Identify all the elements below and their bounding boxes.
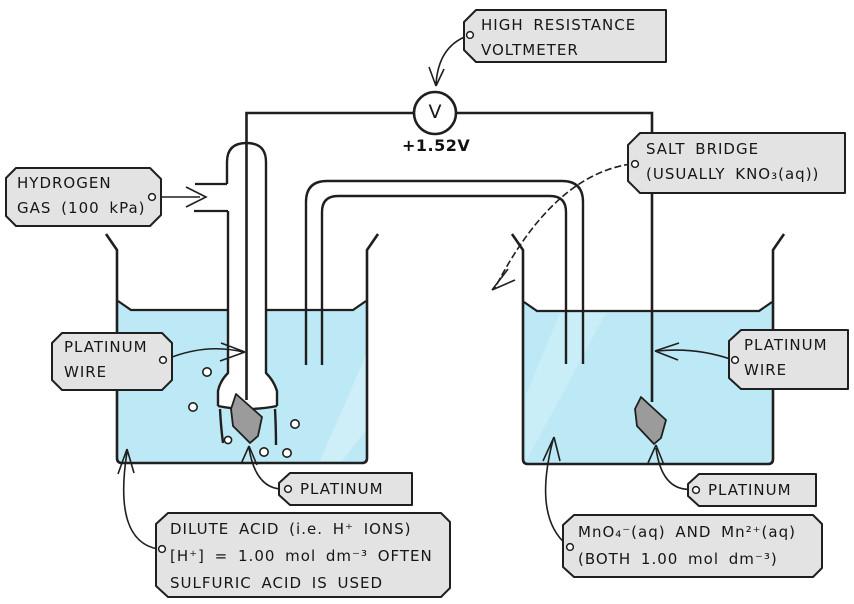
salt-bridge-tag (627, 132, 846, 194)
platinum-left-label: PLATINUM (300, 477, 384, 502)
label-line: VOLTMETER (481, 41, 579, 59)
hydrogen-gas-label: HYDROGEN GAS (100 kPa) (17, 171, 146, 221)
label-line: PLATINUM (744, 336, 828, 354)
right-solution-surface (523, 301, 773, 313)
salt-bridge-arrowhead (491, 268, 516, 291)
gas-inlet-tube (194, 182, 228, 213)
tag-eyelet (283, 484, 293, 494)
right-electrode-wire (455, 111, 654, 402)
label-line: PLATINUM (64, 338, 148, 356)
tag-eyelet (630, 159, 640, 169)
right-solution-arrow (542, 436, 568, 546)
tag-eyelet (147, 192, 157, 202)
label-line: DILUTE ACID (i.e. H⁺ IONS) (170, 520, 412, 538)
platinum-wire-right-label: PLATINUM WIRE (744, 333, 828, 383)
tag-eyelet (157, 544, 167, 554)
left-electrode-wire (245, 111, 415, 400)
left-solution-highlight (320, 355, 366, 461)
tag-eyelet (465, 30, 475, 40)
platinum-right-label: PLATINUM (708, 478, 792, 503)
platinum-wire-left-tag (51, 332, 173, 391)
platinum-electrode-right (634, 396, 667, 445)
dilute-acid-label: DILUTE ACID (i.e. H⁺ IONS) [H⁺] = 1.00 m… (170, 516, 433, 597)
right-solution-label: MnO₄⁻(aq) AND Mn²⁺(aq) (BOTH 1.00 mol dm… (578, 519, 796, 573)
tag-eyelet (158, 355, 168, 365)
right-solution-highlight (526, 313, 606, 461)
hydrogen-gas-arrow (156, 186, 208, 208)
hydrogen-gas-tag (5, 167, 162, 227)
gas-bubble (281, 447, 292, 458)
voltmeter-arrow (428, 35, 468, 87)
voltmeter-dial (412, 90, 458, 136)
high-resistance-voltmeter-tag (463, 9, 667, 63)
label-line: HYDROGEN (17, 174, 112, 192)
label-line: (BOTH 1.00 mol dm⁻³) (578, 550, 778, 568)
gas-bubble (223, 435, 233, 445)
dilute-acid-tag (155, 512, 451, 598)
high-resistance-voltmeter-label: HIGH RESISTANCE VOLTMETER (481, 13, 636, 63)
label-line: MnO₄⁻(aq) AND Mn²⁺(aq) (578, 523, 796, 541)
label-line: PLATINUM (708, 481, 792, 499)
salt-bridge-label: SALT BRIDGE (USUALLY KNO₃(aq)) (646, 137, 819, 187)
voltmeter-symbol: V (428, 101, 442, 123)
platinum-wire-left-label: PLATINUM WIRE (64, 335, 148, 385)
gas-bubble (258, 446, 269, 457)
label-line: PLATINUM (300, 480, 384, 498)
label-line: [H⁺] = 1.00 mol dm⁻³ OFTEN (170, 547, 433, 565)
salt-bridge-tube (304, 179, 585, 365)
right-solution-tag (562, 514, 823, 578)
label-line: SULFURIC ACID IS USED (170, 574, 384, 592)
right-beaker (510, 233, 786, 466)
platinum-electrode-left (230, 393, 263, 444)
right-beaker-solution (524, 302, 772, 463)
label-line: WIRE (744, 361, 788, 379)
label-line: GAS (100 kPa) (17, 199, 146, 217)
label-line: HIGH RESISTANCE (481, 16, 637, 34)
gas-bubble (202, 366, 213, 377)
tag-eyelet (691, 485, 701, 495)
platinum-wire-right-arrow (654, 342, 734, 361)
tag-eyelet (565, 542, 575, 552)
label-line: (USUALLY KNO₃(aq)) (646, 165, 820, 183)
gas-bubble (289, 418, 300, 429)
platinum-wire-left-arrow (166, 342, 246, 362)
platinum-wire-right-tag (728, 329, 849, 390)
voltmeter-reading: +1.52V (402, 136, 471, 155)
label-line: SALT BRIDGE (646, 140, 760, 158)
tag-eyelet (730, 355, 740, 365)
label-line: WIRE (64, 363, 108, 381)
salt-bridge-arrow (494, 163, 632, 289)
dilute-acid-arrow (117, 448, 159, 550)
platinum-right-tag (687, 473, 817, 507)
gas-bubble (188, 401, 199, 412)
platinum-left-tag (278, 472, 413, 506)
